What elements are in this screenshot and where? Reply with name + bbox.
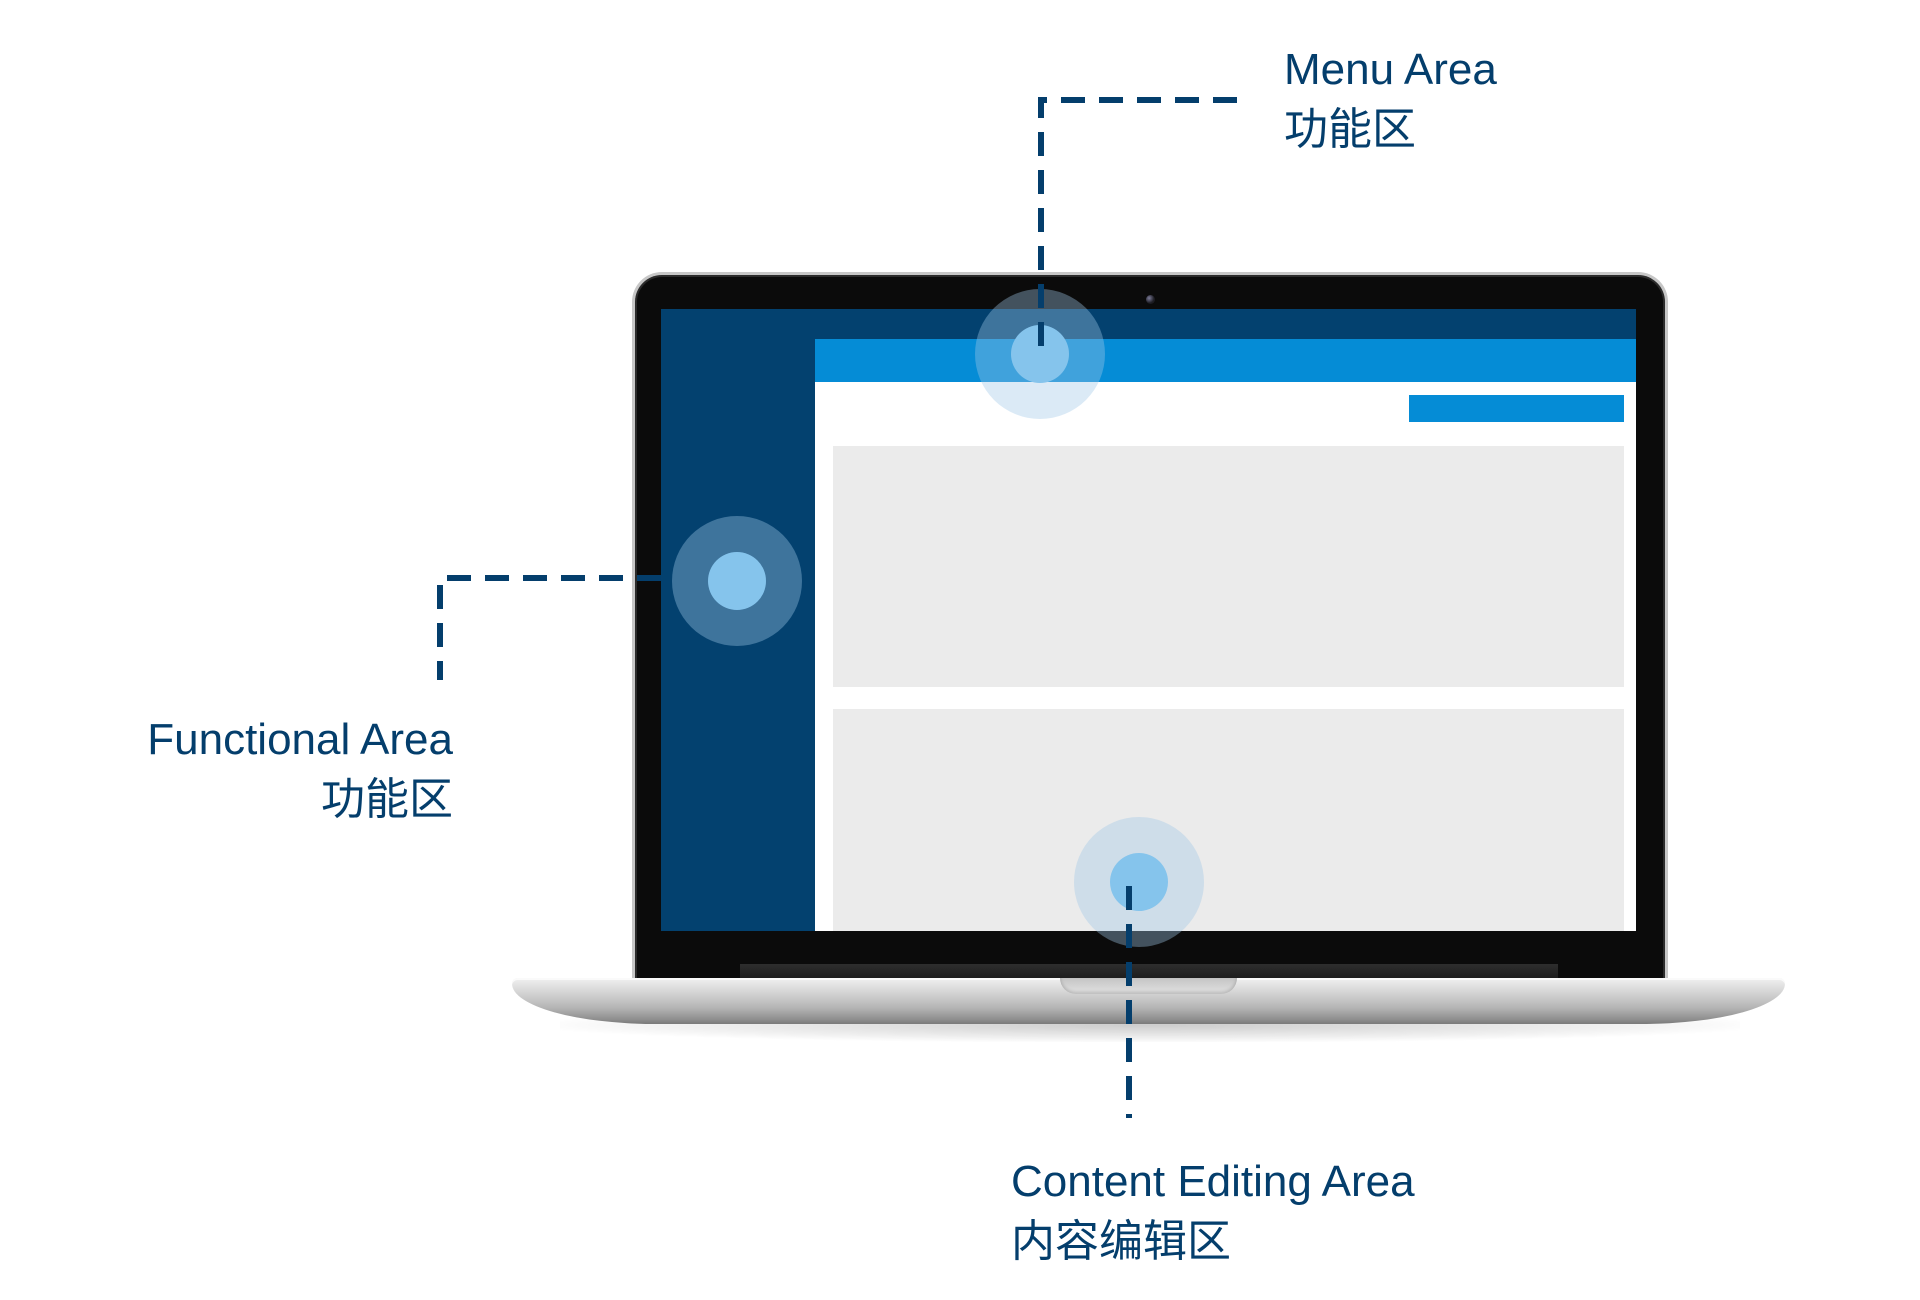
menu-area-label-zh: 功能区 <box>1284 105 1416 154</box>
menu-area-label-en: Menu Area <box>1284 45 1497 94</box>
functional-area-label-en: Functional Area <box>147 715 453 764</box>
functional-area-label-zh: 功能区 <box>321 775 453 824</box>
content-area-label-en: Content Editing Area <box>1011 1157 1415 1206</box>
laptop-screen <box>661 309 1636 931</box>
menu-area-label: Menu Area 功能区 <box>1284 40 1497 160</box>
content-area-label-zh: 内容编辑区 <box>1011 1217 1231 1266</box>
mock-action-button <box>1409 395 1624 422</box>
functional-area-label: Functional Area 功能区 <box>147 710 453 830</box>
screen-top-strip <box>815 309 1636 339</box>
camera-icon <box>1146 295 1155 304</box>
menu-area-bar <box>815 339 1636 382</box>
content-area-label: Content Editing Area 内容编辑区 <box>1011 1152 1415 1272</box>
content-panel-bottom <box>833 709 1624 931</box>
laptop-hinge <box>740 964 1558 980</box>
content-panel-top <box>833 446 1624 687</box>
functional-area-sidebar <box>661 309 815 931</box>
functional-area-leader-line <box>437 575 661 680</box>
content-editing-area <box>815 382 1636 931</box>
laptop-base-notch <box>1060 978 1237 994</box>
